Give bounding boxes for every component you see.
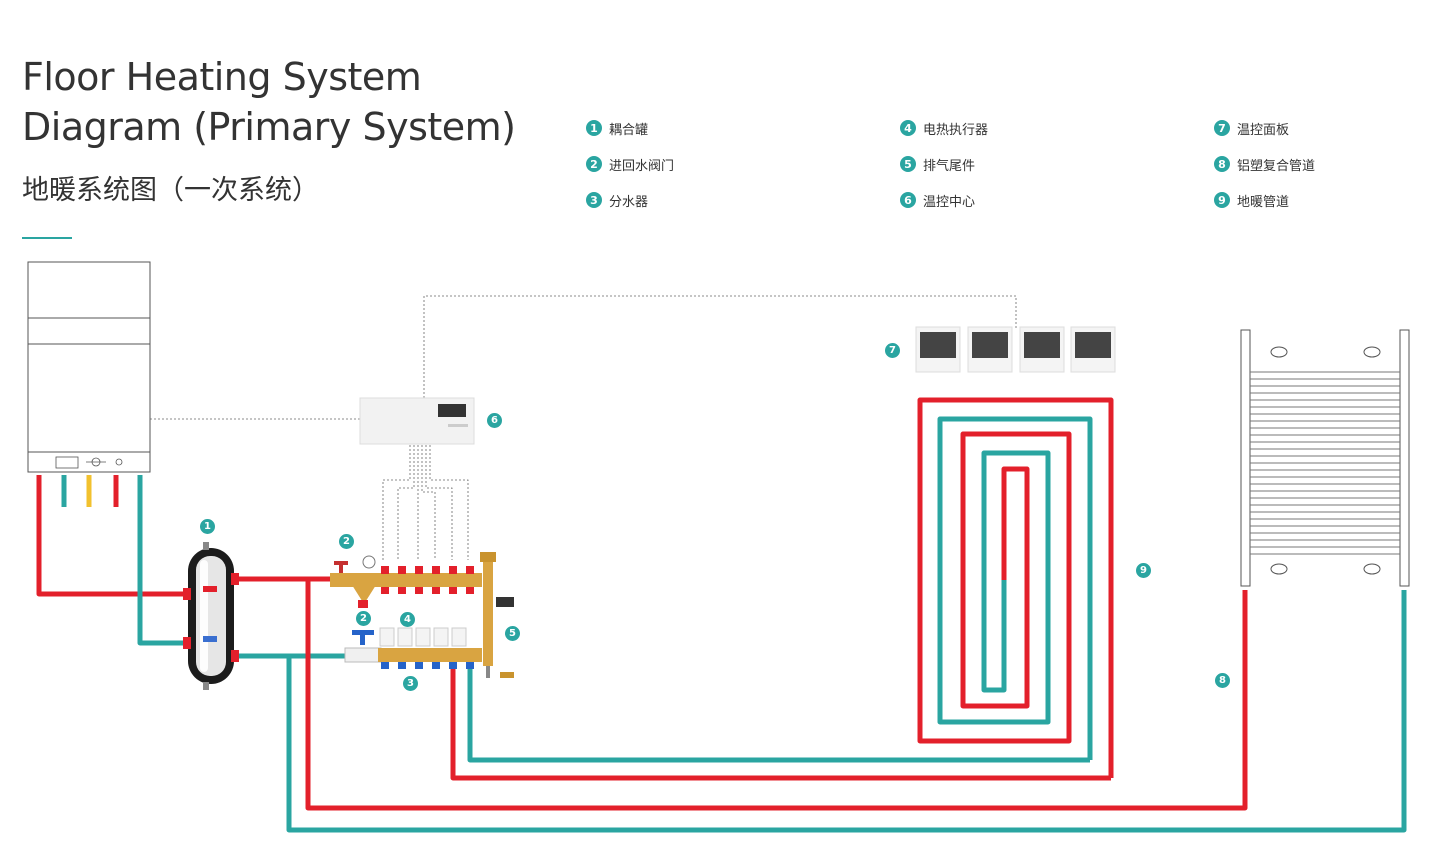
legend-number-badge: 9 bbox=[1214, 192, 1230, 208]
legend-column-1: 1 耦合罐 2 进回水阀门 3 分水器 bbox=[586, 110, 674, 218]
legend-number-badge: 5 bbox=[900, 156, 916, 172]
legend-number-badge: 6 bbox=[900, 192, 916, 208]
legend-number-badge: 4 bbox=[900, 120, 916, 136]
thermostat-panel bbox=[1019, 326, 1065, 373]
legend-item: 6 温控中心 bbox=[900, 182, 988, 218]
legend-number-badge: 3 bbox=[586, 192, 602, 208]
title-en-line2: Diagram (Primary System) bbox=[22, 105, 516, 149]
legend-item: 7 温控面板 bbox=[1214, 110, 1315, 146]
control-wires bbox=[150, 295, 1017, 560]
marker-vent: 5 bbox=[505, 626, 520, 641]
boiler-return-pipe bbox=[137, 475, 188, 646]
marker-thermostat: 7 bbox=[885, 343, 900, 358]
legend-label: 耦合罐 bbox=[609, 122, 649, 138]
legend-item: 5 排气尾件 bbox=[900, 146, 988, 182]
legend-item: 8 铝塑复合管道 bbox=[1214, 146, 1315, 182]
title-en-line1: Floor Heating System bbox=[22, 55, 422, 99]
marker-coupling-tank: 1 bbox=[200, 519, 215, 534]
marker-actuator: 4 bbox=[400, 612, 415, 627]
marker-control-center: 6 bbox=[487, 413, 502, 428]
legend-item: 2 进回水阀门 bbox=[586, 146, 674, 182]
legend-item: 4 电热执行器 bbox=[900, 110, 988, 146]
floor-coil-supply bbox=[917, 397, 1114, 778]
pipes bbox=[36, 397, 1407, 833]
radiator-supply-pipe bbox=[305, 579, 1248, 811]
marker-supply-valve: 2 bbox=[339, 534, 354, 549]
marker-manifold: 3 bbox=[403, 676, 418, 691]
marker-return-valve: 2 bbox=[356, 611, 371, 626]
legend-label: 温控面板 bbox=[1237, 122, 1290, 138]
legend-number-badge: 7 bbox=[1214, 120, 1230, 136]
floor-coil-return bbox=[937, 416, 1093, 760]
towel-radiator bbox=[1240, 329, 1410, 587]
legend-number-badge: 8 bbox=[1214, 156, 1230, 172]
legend-column-3: 7 温控面板 8 铝塑复合管道 9 地暖管道 bbox=[1214, 110, 1315, 218]
legend-label: 地暖管道 bbox=[1237, 194, 1290, 210]
manifold bbox=[330, 552, 514, 678]
page-title-cn: 地暖系统图（一次系统） bbox=[22, 175, 319, 206]
legend-label: 电热执行器 bbox=[923, 122, 989, 138]
marker-floor-pipe: 9 bbox=[1136, 563, 1151, 578]
legend-label: 进回水阀门 bbox=[609, 158, 675, 174]
title-underline bbox=[22, 237, 72, 239]
legend-label: 铝塑复合管道 bbox=[1237, 158, 1316, 174]
legend-number-badge: 1 bbox=[586, 120, 602, 136]
coupling-tank bbox=[183, 542, 239, 690]
legend-item: 3 分水器 bbox=[586, 182, 674, 218]
thermostat-panel bbox=[1070, 326, 1116, 373]
floor-return-pipe bbox=[467, 665, 1090, 763]
control-center bbox=[359, 397, 475, 445]
marker-aluminum-pipe: 8 bbox=[1215, 673, 1230, 688]
thermostat-panel bbox=[915, 326, 961, 373]
legend-label: 排气尾件 bbox=[923, 158, 976, 174]
radiator-return-pipe bbox=[286, 590, 1407, 833]
legend-label: 温控中心 bbox=[923, 194, 976, 210]
page-title: Floor Heating System Diagram (Primary Sy… bbox=[22, 52, 516, 152]
thermostats bbox=[915, 326, 1116, 373]
legend-number-badge: 2 bbox=[586, 156, 602, 172]
legend-item: 9 地暖管道 bbox=[1214, 182, 1315, 218]
boiler bbox=[27, 261, 151, 473]
legend-column-2: 4 电热执行器 5 排气尾件 6 温控中心 bbox=[900, 110, 988, 218]
legend-label: 分水器 bbox=[609, 194, 649, 210]
thermostat-panel bbox=[967, 326, 1013, 373]
legend-item: 1 耦合罐 bbox=[586, 110, 674, 146]
floor-supply-pipe bbox=[450, 665, 1111, 781]
